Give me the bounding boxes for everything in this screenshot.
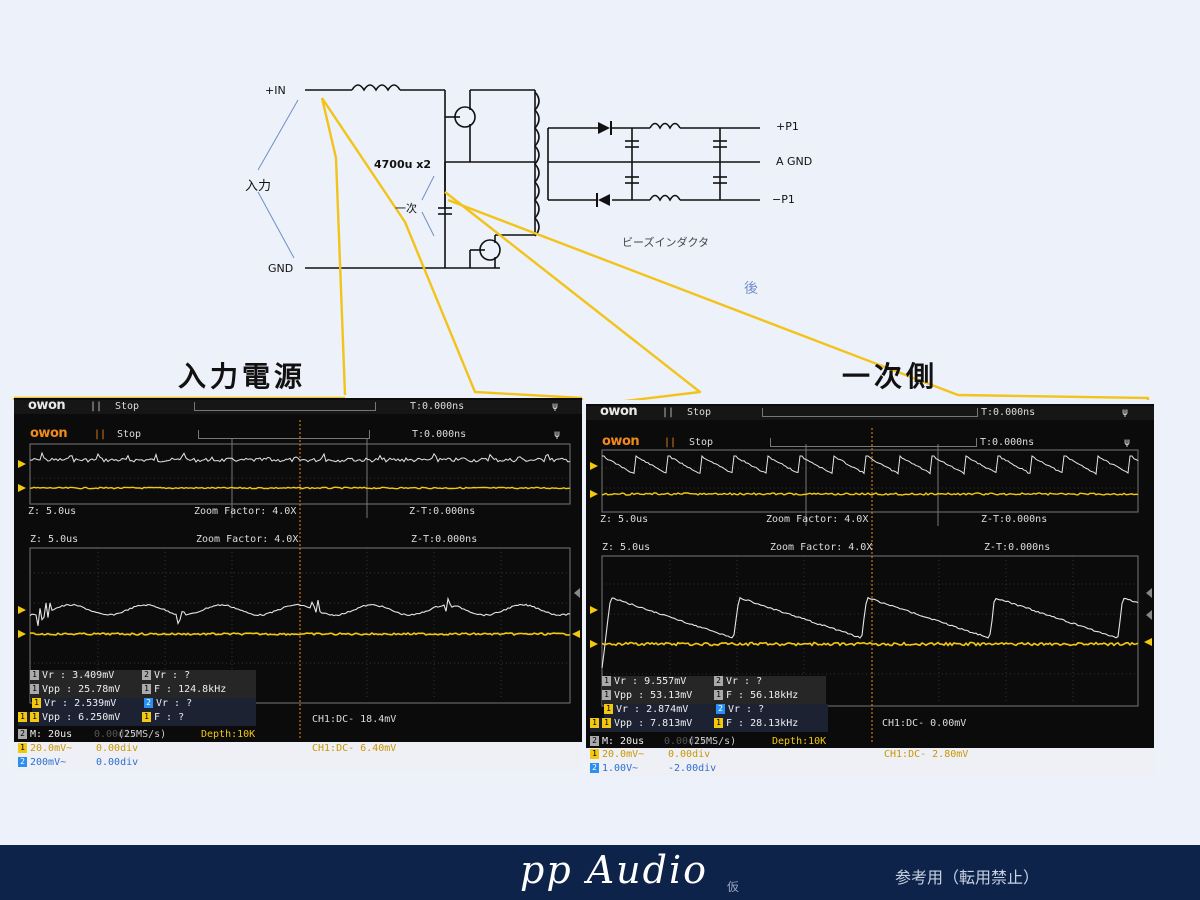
zoom-span-back: Z: 5.0us bbox=[600, 514, 649, 525]
schematic-label-agnd: A GND bbox=[776, 155, 813, 168]
ch2-offset: -2.00div bbox=[668, 763, 717, 774]
run-status: Stop bbox=[117, 429, 142, 440]
scope-toolbar-back: owon || Stop T:0.000ns ψ bbox=[14, 398, 582, 414]
zoom-t: Z-T:0.000ns bbox=[411, 534, 478, 545]
annotation-primary-side: 一次側 bbox=[842, 360, 939, 393]
owon-logo: owon bbox=[602, 434, 640, 449]
trigger-setting: CH1:DC- 6.40mV bbox=[312, 743, 397, 754]
zoom-factor: Zoom Factor: 4.0X bbox=[196, 534, 299, 545]
trigger-position-bar bbox=[762, 408, 978, 417]
owon-logo: owon bbox=[30, 426, 68, 441]
ch2-offset: 0.00div bbox=[96, 757, 139, 768]
run-status: Stop bbox=[115, 401, 140, 412]
memory-depth: Depth:10K bbox=[201, 729, 256, 740]
trigger-position-bar bbox=[198, 430, 370, 439]
scope-toolbar-front: owon || Stop T:0.000ns ψ bbox=[14, 426, 582, 442]
sample-rate: (25MS/s) bbox=[118, 729, 167, 740]
ch1-offset: 0.00div bbox=[96, 743, 139, 754]
zoom-factor: Zoom Factor: 4.0X bbox=[770, 542, 873, 553]
trigger-setting: CH1:DC- 2.80mV bbox=[884, 749, 969, 760]
owon-logo: owon bbox=[28, 398, 66, 413]
zoom-t-back: Z-T:0.000ns bbox=[409, 506, 476, 517]
pause-icon: || bbox=[90, 401, 103, 412]
waveform-display bbox=[18, 420, 580, 738]
trigger-setting-back: CH1:DC- 18.4mV bbox=[312, 714, 397, 725]
trigger-position-bar bbox=[770, 438, 977, 447]
footer-bar bbox=[0, 845, 1200, 900]
scope-toolbar-back: owon || Stop T:0.000ns ψ bbox=[586, 404, 1154, 420]
pause-icon: || bbox=[664, 437, 677, 448]
brand-sub-label: 仮 bbox=[727, 880, 740, 894]
schematic-label-input: 入力 bbox=[245, 179, 272, 194]
ghost-offset: 0.00div bbox=[94, 729, 137, 740]
zoom-factor-back: Zoom Factor: 4.0X bbox=[766, 514, 869, 525]
pause-icon: || bbox=[662, 407, 675, 418]
zoom-t-back: Z-T:0.000ns bbox=[981, 514, 1048, 525]
schematic-label-plus-in: +IN bbox=[265, 84, 286, 97]
schematic-label-after: 後 bbox=[744, 281, 758, 297]
zoom-span: Z: 5.0us bbox=[602, 542, 651, 553]
trigger-time: T:0.000ns bbox=[981, 407, 1036, 418]
run-status: Stop bbox=[687, 407, 712, 418]
copyright-note: 参考用（転用禁止） bbox=[895, 868, 1040, 887]
owon-logo: owon bbox=[600, 404, 638, 419]
ghost-offset: 0.00div bbox=[664, 736, 707, 747]
brand-logo: pp Audio bbox=[520, 848, 709, 892]
usb-icon: ψ bbox=[1122, 407, 1129, 418]
ch1-offset: 0.00div bbox=[668, 749, 711, 760]
schematic-label-capacitor: 4700u x2 bbox=[374, 158, 432, 171]
trigger-setting-back: CH1:DC- 0.00mV bbox=[882, 718, 967, 729]
zoom-factor-back: Zoom Factor: 4.0X bbox=[194, 506, 297, 517]
oscilloscope-right: owon || Stop T:0.000ns ψ owon || Stop T:… bbox=[586, 404, 1154, 776]
usb-icon: ψ bbox=[1124, 437, 1131, 448]
trigger-time: T:0.000ns bbox=[412, 429, 467, 440]
trigger-position-bar bbox=[194, 402, 376, 411]
trigger-time: T:0.000ns bbox=[410, 401, 465, 412]
oscilloscope-left: owon || Stop T:0.000ns ψ owon || Stop T:… bbox=[14, 398, 582, 770]
zoom-span-back: Z: 5.0us bbox=[28, 506, 77, 517]
annotation-input-power: 入力電源 bbox=[178, 360, 307, 393]
memory-depth: Depth:10K bbox=[772, 736, 827, 747]
schematic-label-minus-p1: −P1 bbox=[772, 193, 795, 206]
power-supply-schematic bbox=[12, 84, 1150, 400]
zoom-t: Z-T:0.000ns bbox=[984, 542, 1051, 553]
usb-icon: ψ bbox=[554, 429, 561, 440]
trigger-time: T:0.000ns bbox=[980, 437, 1035, 448]
sample-rate: (25MS/s) bbox=[688, 736, 737, 747]
waveform-display bbox=[590, 428, 1152, 744]
pause-icon: || bbox=[94, 429, 107, 440]
schematic-label-primary: 一次 bbox=[395, 202, 417, 215]
usb-icon: ψ bbox=[552, 401, 559, 412]
zoom-span: Z: 5.0us bbox=[30, 534, 79, 545]
run-status: Stop bbox=[689, 437, 714, 448]
schematic-label-bead-inductor: ビーズインダクタ bbox=[622, 236, 710, 249]
scope-toolbar-front: owon || Stop T:0.000ns ψ bbox=[586, 434, 1154, 450]
schematic-label-gnd: GND bbox=[268, 262, 294, 275]
schematic-label-plus-p1: +P1 bbox=[776, 120, 799, 133]
